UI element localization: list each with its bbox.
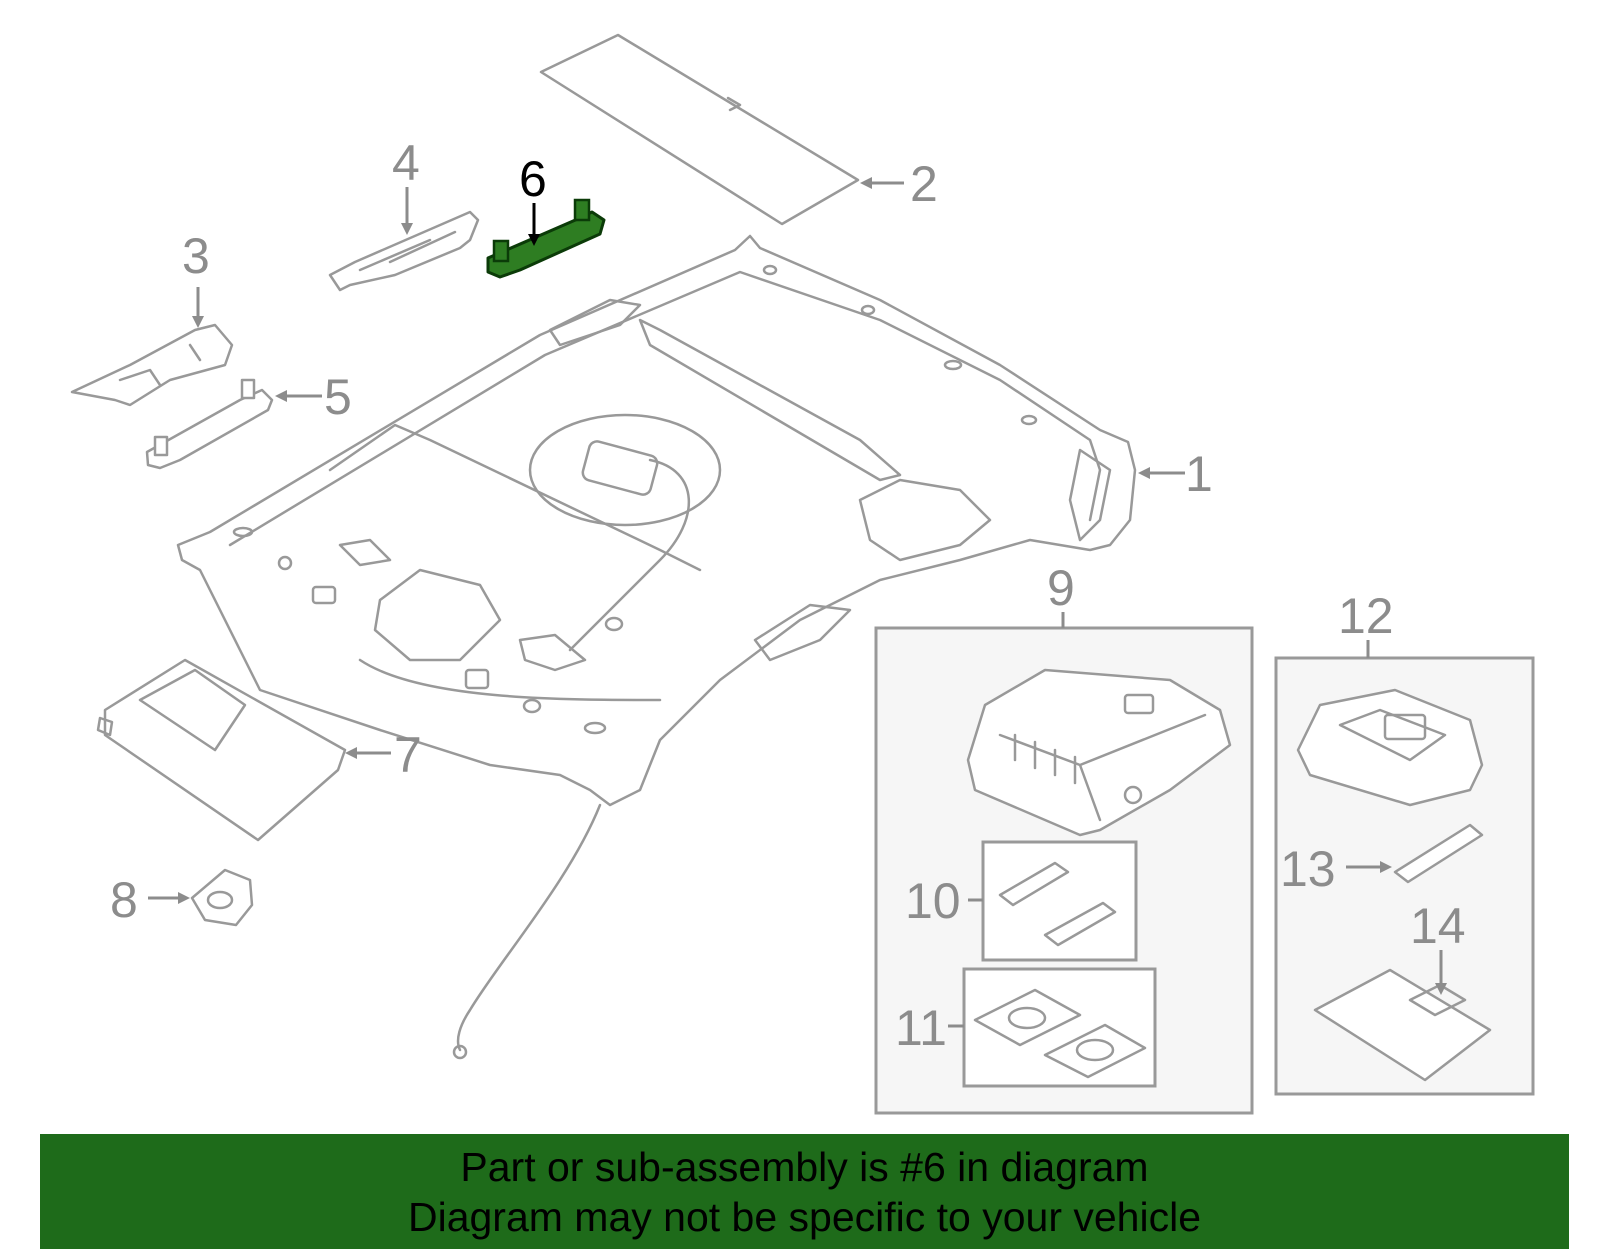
callout-11: 11 bbox=[895, 1000, 947, 1056]
callout-13: 13 bbox=[1280, 841, 1336, 897]
part-12-dome-lamp[interactable] bbox=[1296, 688, 1484, 807]
part-4-bracket[interactable] bbox=[328, 210, 480, 292]
callout-6: 6 bbox=[519, 151, 547, 207]
part-8-visor-clip[interactable] bbox=[190, 868, 254, 927]
part-7-sun-visor[interactable] bbox=[96, 658, 347, 842]
part-1-headliner[interactable] bbox=[176, 234, 1137, 1060]
part-3-bracket[interactable] bbox=[70, 323, 234, 407]
callout-5: 5 bbox=[324, 369, 352, 425]
part-9-overhead-console[interactable] bbox=[966, 668, 1232, 837]
callout-7: 7 bbox=[394, 727, 422, 783]
part-10-bulbs[interactable] bbox=[998, 861, 1117, 947]
callout-9: 9 bbox=[1047, 560, 1075, 616]
callout-14: 14 bbox=[1410, 898, 1466, 954]
part-5-grab-handle[interactable] bbox=[145, 378, 274, 470]
parts-diagram: 1 2 3 4 5 6 7 8 9 10 11 12 13 14 bbox=[70, 33, 1535, 1115]
callout-1: 1 bbox=[1185, 446, 1213, 502]
part-13-bulb[interactable] bbox=[1393, 823, 1484, 884]
callout-10: 10 bbox=[905, 873, 961, 929]
banner-line-part: Part or sub-assembly is #6 in diagram bbox=[460, 1144, 1149, 1190]
part-6-grab-handle[interactable] bbox=[486, 198, 606, 279]
part-2-roof-panel[interactable] bbox=[539, 33, 860, 226]
callout-8: 8 bbox=[110, 872, 138, 928]
banner-line-disclaimer: Diagram may not be specific to your vehi… bbox=[407, 1194, 1201, 1240]
callout-12: 12 bbox=[1338, 588, 1394, 644]
callout-3: 3 bbox=[182, 228, 210, 284]
callout-2: 2 bbox=[910, 156, 938, 212]
box-12-dome-lamp bbox=[1274, 656, 1535, 1096]
part-14-lens[interactable] bbox=[1313, 968, 1492, 1082]
callout-4: 4 bbox=[392, 135, 420, 191]
box-9-overhead-console bbox=[874, 626, 1254, 1115]
disclaimer-banner: Part or sub-assembly is #6 in diagram Di… bbox=[40, 1134, 1569, 1249]
part-11-lens-covers[interactable] bbox=[973, 988, 1147, 1079]
